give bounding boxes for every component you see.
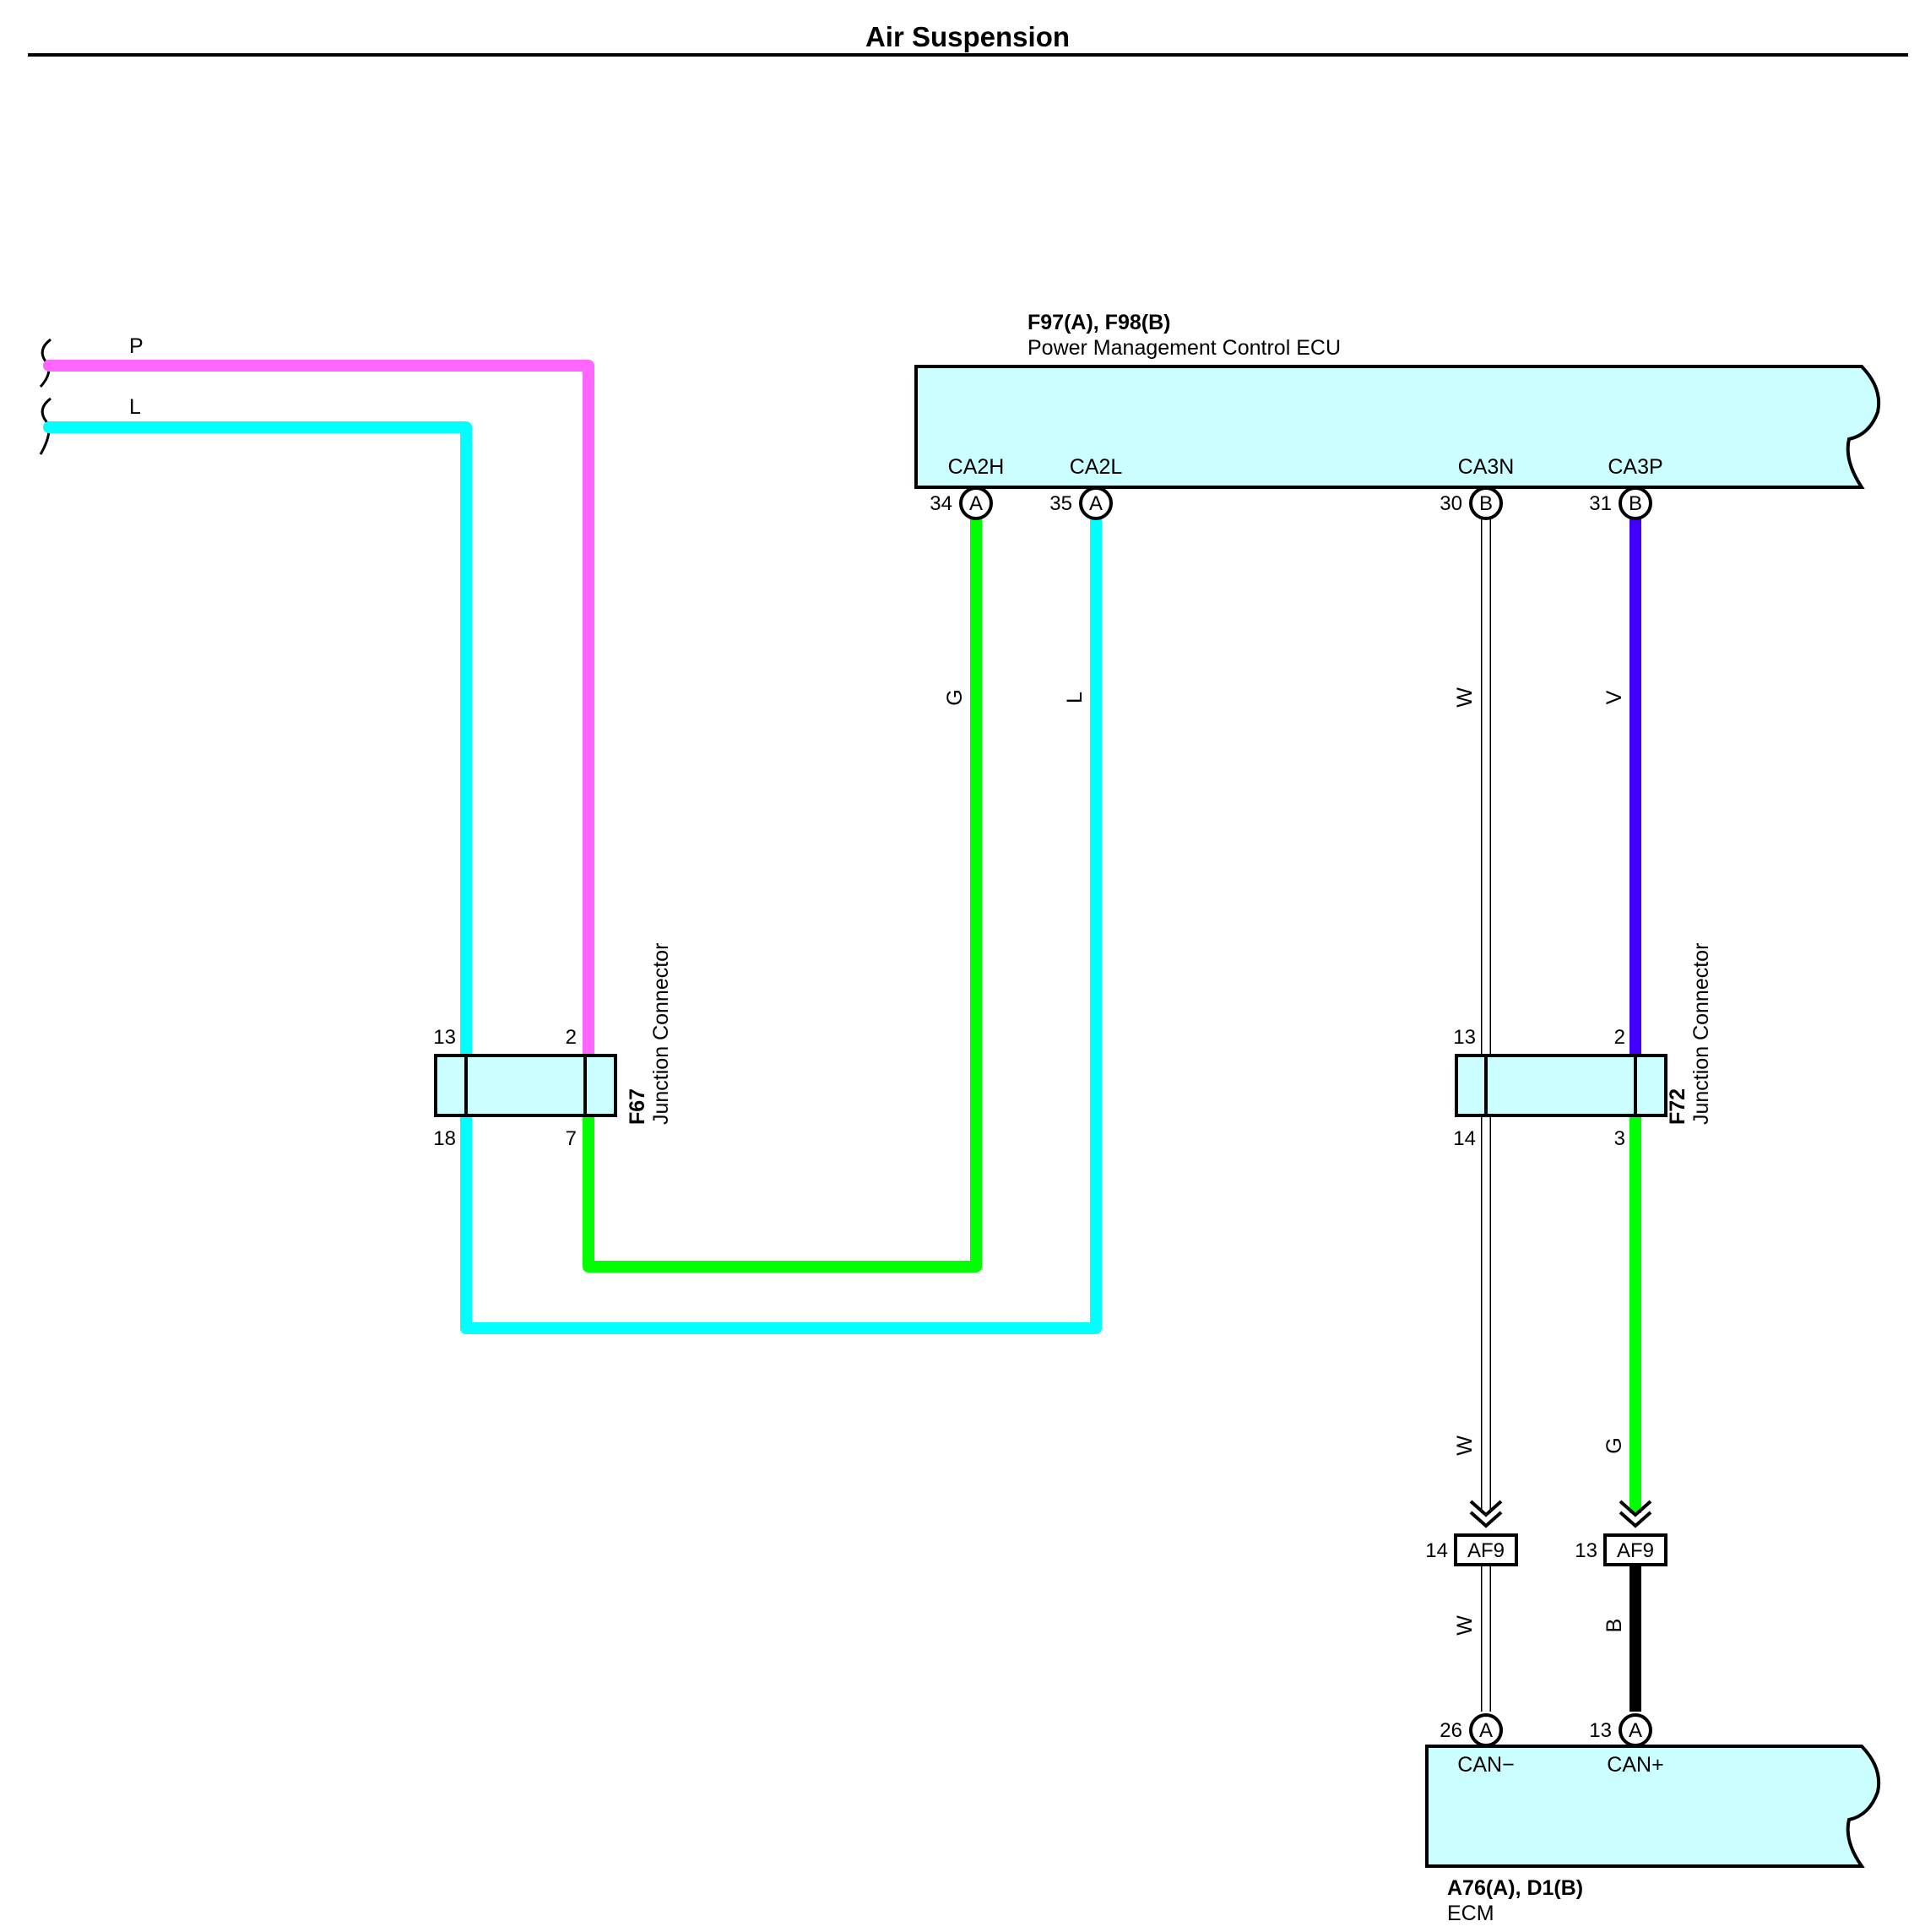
ecm-code: A76(A), D1(B) [1447, 1876, 1583, 1900]
wire-g2-label: G [1602, 1437, 1626, 1453]
ecm-box [1425, 1745, 1881, 1868]
ecm-name: ECM [1447, 1902, 1494, 1925]
wire-b1-label: B [1602, 1619, 1626, 1633]
wire-w2-label: W [1453, 1435, 1477, 1456]
f72-name: Junction Connector [1689, 943, 1713, 1125]
f67-pin-2: 2 [566, 1026, 577, 1049]
f67-pin-18: 18 [433, 1127, 456, 1150]
pin-signal-ca2h: CA2H [948, 455, 1005, 479]
junction-connector-f67 [434, 1054, 617, 1117]
af9-left-box [1454, 1533, 1518, 1566]
pin-number-26: 26 [1440, 1719, 1462, 1742]
pin-signal-can-plus: CAN+ [1607, 1753, 1663, 1777]
f72-pin-13: 13 [1453, 1026, 1476, 1049]
pin-connector-34: A [969, 492, 983, 515]
power-ecu-code: F97(A), F98(B) [1028, 311, 1170, 334]
af9-left-number: 14 [1425, 1539, 1448, 1562]
wire-l-label: L [129, 395, 141, 419]
wire-w1-label: W [1453, 687, 1477, 708]
pin-circle-35 [1079, 486, 1113, 520]
f72-pin-3: 3 [1614, 1127, 1625, 1150]
pin-connector-26: A [1479, 1719, 1493, 1742]
af9-right-number: 13 [1575, 1539, 1597, 1562]
pin-number-34: 34 [930, 492, 952, 515]
wire-w3-label: W [1453, 1615, 1477, 1636]
pin-circle-31 [1619, 486, 1652, 520]
pin-connector-35: A [1089, 492, 1103, 515]
pin-circle-26 [1469, 1713, 1503, 1747]
pin-circle-30 [1469, 486, 1503, 520]
wire-v1-label: V [1602, 690, 1626, 704]
wire-l1-label: L [1063, 692, 1087, 703]
pin-circle-13 [1619, 1713, 1652, 1747]
wire-l-bottom [460, 505, 1102, 1334]
connector-chevron-left [1469, 1500, 1503, 1528]
af9-right-box [1603, 1533, 1667, 1566]
pin-number-13: 13 [1589, 1719, 1612, 1742]
connector-chevron-right [1619, 1500, 1652, 1528]
af9-right-label: AF9 [1617, 1539, 1654, 1562]
pin-connector-30: B [1479, 492, 1493, 515]
wire-p-label: P [129, 334, 144, 358]
power-ecu-name: Power Management Control ECU [1028, 336, 1341, 360]
f72-code: F72 [1666, 1088, 1689, 1125]
page-title: Air Suspension [865, 21, 1070, 52]
wire-break-l [39, 397, 52, 455]
pin-number-31: 31 [1589, 492, 1612, 515]
f67-name: Junction Connector [649, 943, 673, 1125]
wire-g1-label: G [943, 689, 967, 705]
pin-signal-ca3p: CA3P [1608, 455, 1662, 479]
f67-code: F67 [626, 1088, 649, 1125]
wire-p [43, 360, 594, 1060]
pin-circle-34 [959, 486, 993, 520]
pin-signal-ca2l: CA2L [1070, 455, 1123, 479]
f72-pin-2: 2 [1614, 1026, 1625, 1049]
f72-pin-14: 14 [1453, 1127, 1476, 1150]
pin-number-30: 30 [1440, 492, 1462, 515]
pin-connector-31: B [1629, 492, 1642, 515]
wire-g-left [583, 505, 982, 1273]
f67-pin-7: 7 [566, 1127, 577, 1150]
wire-l-left [43, 421, 472, 1060]
pin-signal-can-minus: CAN− [1457, 1753, 1514, 1777]
pin-signal-ca3n: CA3N [1458, 455, 1515, 479]
f67-pin-13: 13 [433, 1026, 456, 1049]
pin-number-35: 35 [1049, 492, 1072, 515]
power-ecu-box [914, 365, 1881, 489]
junction-connector-f72 [1455, 1054, 1667, 1117]
pin-connector-13: A [1629, 1719, 1642, 1742]
af9-left-label: AF9 [1467, 1539, 1505, 1562]
